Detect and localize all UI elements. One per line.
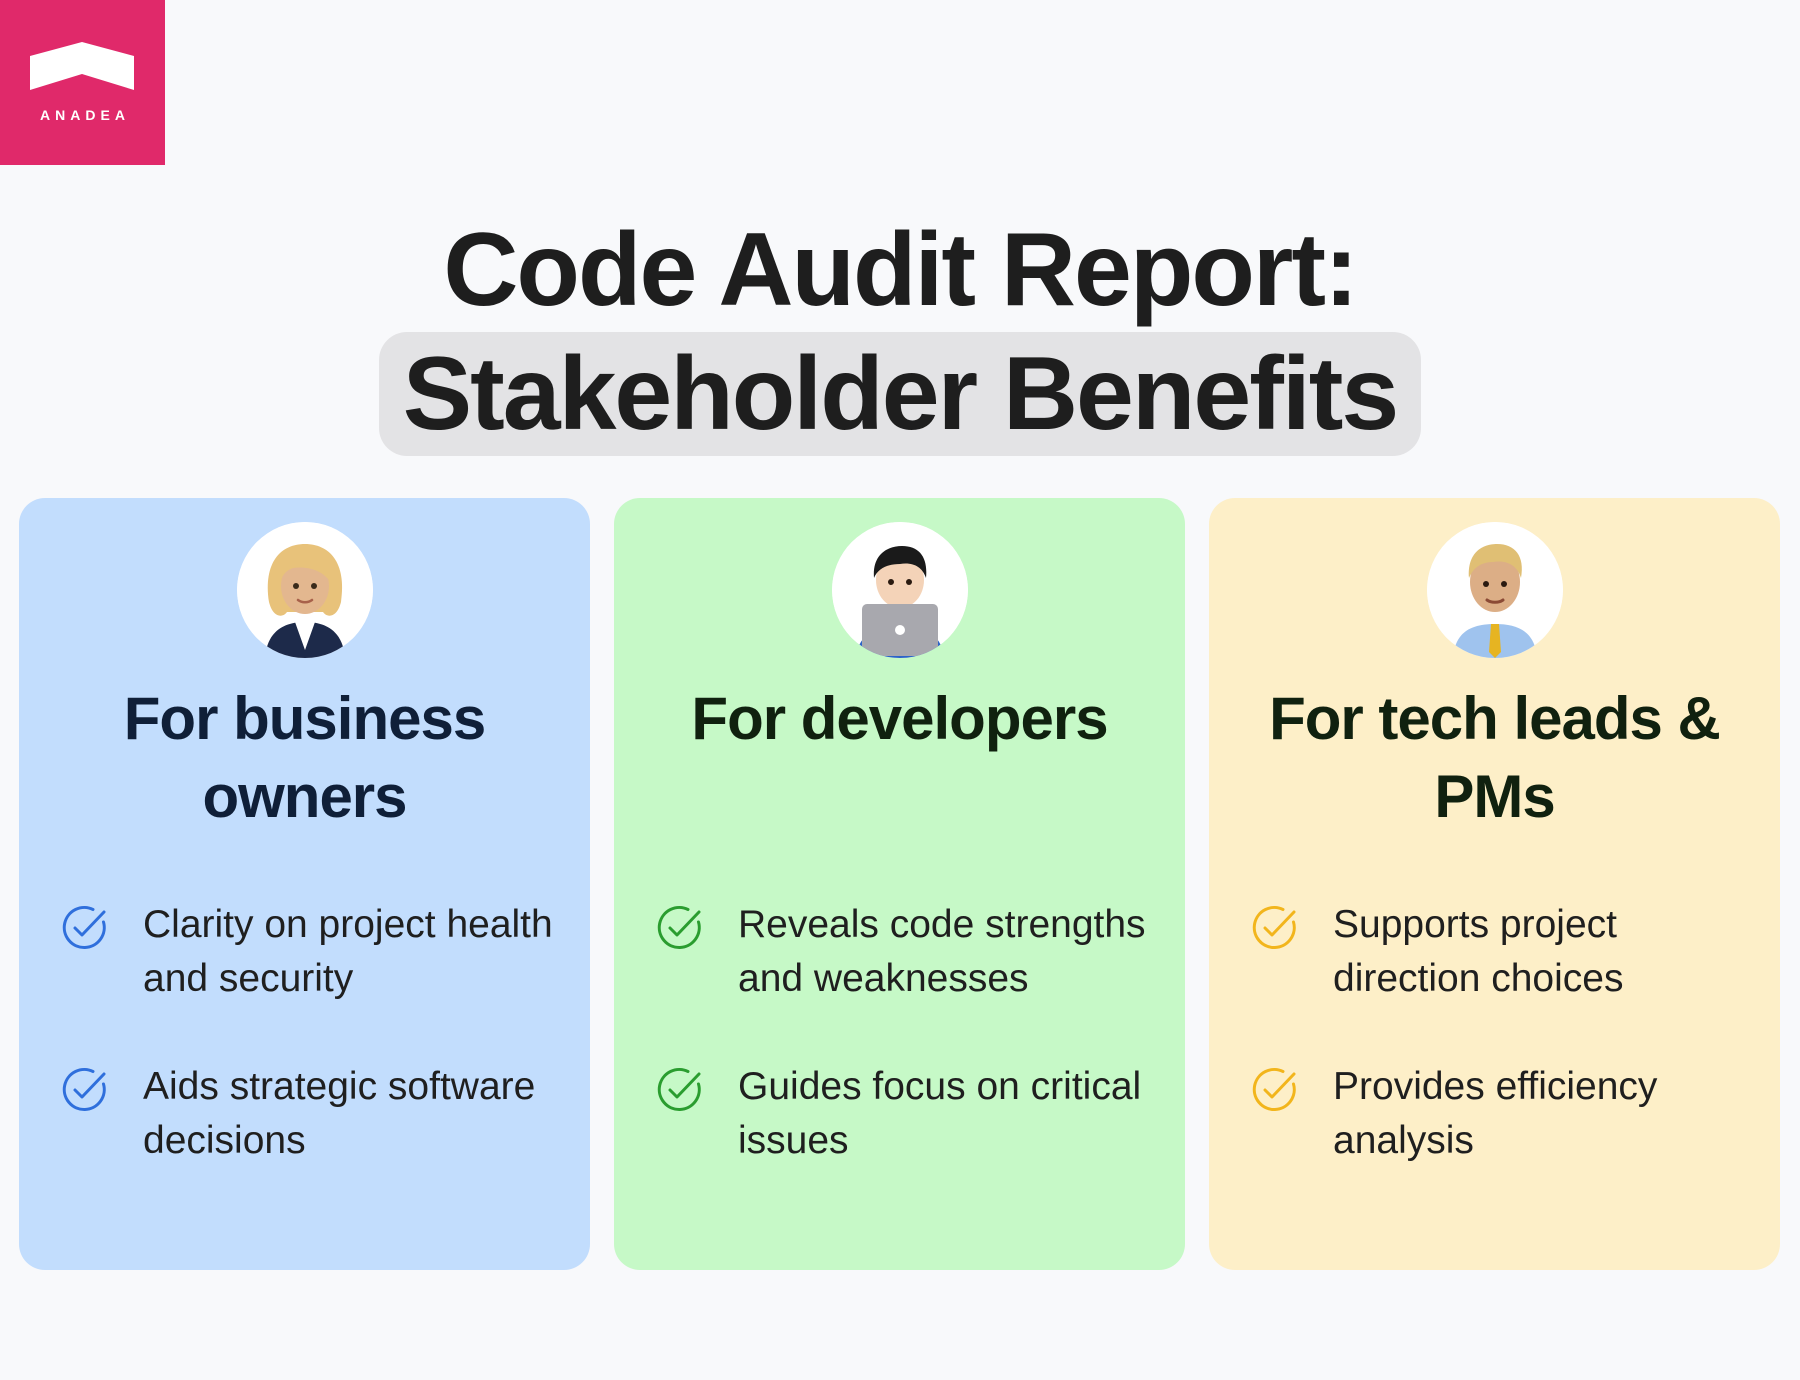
- roof-logo-icon: [30, 42, 134, 90]
- check-circle-icon: [657, 1068, 701, 1111]
- benefit-text: Clarity on project health and security: [143, 903, 553, 1000]
- list-item: Clarity on project health and security: [59, 898, 560, 1006]
- card-title: For business owners: [123, 685, 486, 830]
- list-item: Supports project direction choices: [1249, 898, 1750, 1006]
- check-circle-icon: [1252, 1068, 1296, 1111]
- benefit-list: Supports project direction choices Provi…: [1249, 898, 1750, 1222]
- card-title: For developers: [691, 685, 1108, 752]
- list-item: Guides focus on critical issues: [654, 1060, 1155, 1168]
- check-circle-icon: [62, 906, 106, 949]
- benefit-list: Reveals code strengths and weaknesses Gu…: [654, 898, 1155, 1222]
- developer-with-laptop-avatar-icon: [831, 522, 968, 658]
- card-tech-leads-pms: For tech leads & PMs Supports project di…: [1209, 498, 1780, 1270]
- businessman-avatar-icon: [1426, 522, 1563, 658]
- card-business-owners: For business owners Clarity on project h…: [19, 498, 590, 1270]
- card-developers: For developers Reveals code strengths an…: [614, 498, 1185, 1270]
- list-item: Reveals code strengths and weaknesses: [654, 898, 1155, 1006]
- benefit-text: Supports project direction choices: [1333, 903, 1624, 1000]
- check-circle-icon: [1252, 906, 1296, 949]
- title-line-1: Code Audit Report:: [443, 212, 1358, 328]
- benefit-list: Clarity on project health and security A…: [59, 898, 560, 1222]
- list-item: Provides efficiency analysis: [1249, 1060, 1750, 1168]
- list-item: Aids strategic software decisions: [59, 1060, 560, 1168]
- businesswoman-avatar-icon: [236, 522, 373, 658]
- card-title: For tech leads & PMs: [1269, 685, 1721, 830]
- check-circle-icon: [62, 1068, 106, 1111]
- check-circle-icon: [657, 906, 701, 949]
- title-line-2-highlight: Stakeholder Benefits: [378, 332, 1422, 456]
- anadea-logo: ANADEA: [0, 0, 165, 165]
- page-title: Code Audit Report: Stakeholder Benefits: [0, 210, 1800, 456]
- benefit-text: Guides focus on critical issues: [738, 1065, 1142, 1162]
- benefit-text: Provides efficiency analysis: [1333, 1065, 1658, 1162]
- benefit-text: Reveals code strengths and weaknesses: [738, 903, 1146, 1000]
- benefit-text: Aids strategic software decisions: [143, 1065, 536, 1162]
- logo-text: ANADEA: [40, 107, 130, 123]
